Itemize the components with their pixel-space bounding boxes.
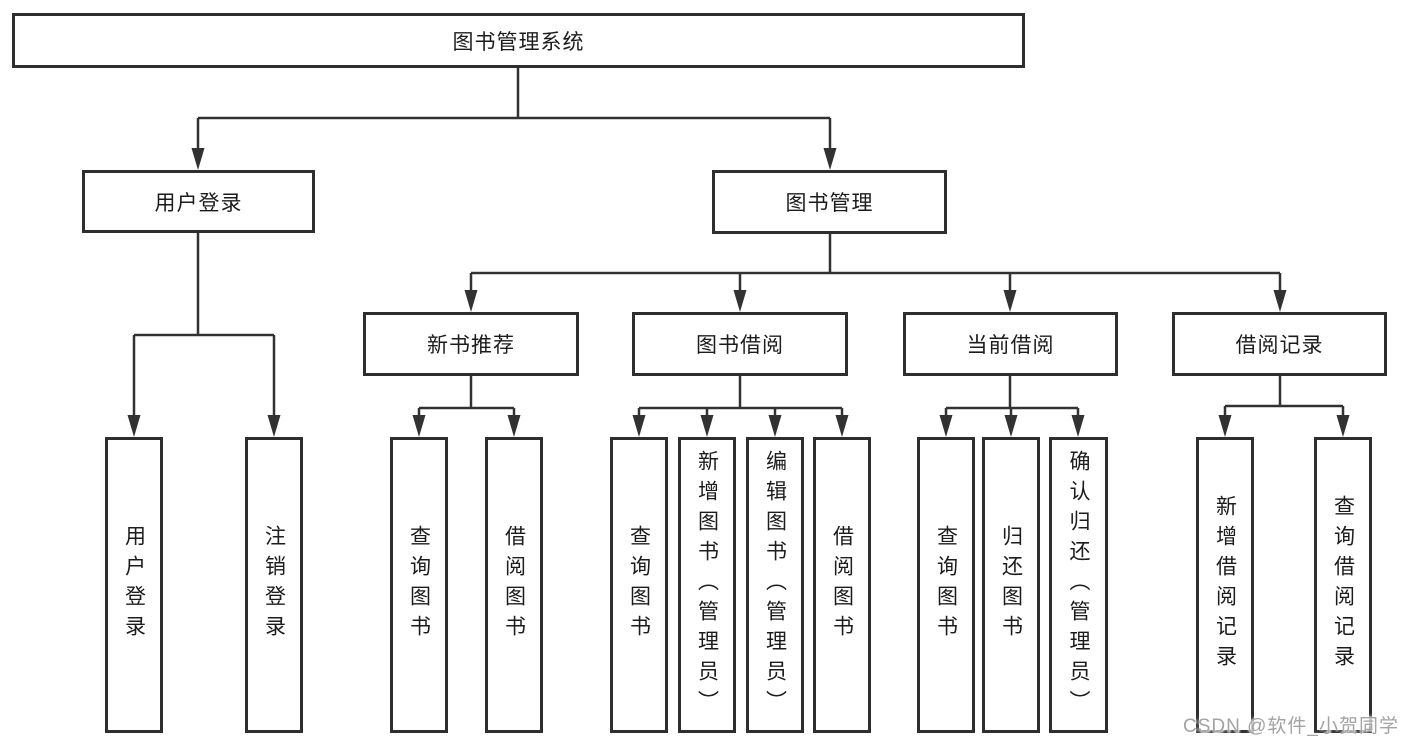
node-current-confirm: 确认归还（管理员） bbox=[1049, 437, 1108, 733]
node-login: 用户登录 bbox=[82, 170, 315, 233]
connector-rec-split bbox=[412, 376, 521, 437]
node-borrow-borrow-label: 借阅图书 bbox=[830, 525, 854, 645]
node-login-label: 用户登录 bbox=[154, 191, 243, 215]
node-current-return: 归还图书 bbox=[982, 437, 1040, 733]
node-login-user: 用户登录 bbox=[105, 437, 163, 733]
node-current-label: 当前借阅 bbox=[966, 334, 1055, 357]
node-history-add: 新增借阅记录 bbox=[1196, 437, 1254, 733]
node-history-label: 借阅记录 bbox=[1235, 334, 1324, 357]
node-rec-query-label: 查询图书 bbox=[407, 525, 431, 645]
node-borrow: 图书借阅 bbox=[632, 312, 848, 376]
connector-login-split bbox=[127, 233, 281, 437]
node-current-return-label: 归还图书 bbox=[999, 525, 1023, 645]
node-borrow-label: 图书借阅 bbox=[696, 334, 784, 357]
node-root: 图书管理系统 bbox=[12, 13, 1025, 68]
node-current: 当前借阅 bbox=[903, 312, 1118, 376]
node-rec-query: 查询图书 bbox=[390, 437, 448, 733]
connector-borrow-split bbox=[632, 376, 849, 437]
connector-mgmt-split bbox=[464, 234, 1287, 312]
node-history-query-label: 查询借阅记录 bbox=[1331, 495, 1355, 675]
node-history: 借阅记录 bbox=[1172, 312, 1387, 376]
node-root-label: 图书管理系统 bbox=[452, 30, 585, 54]
node-login-user-label: 用户登录 bbox=[122, 525, 146, 645]
node-rec-label: 新书推荐 bbox=[427, 334, 515, 357]
connector-history-split bbox=[1218, 376, 1350, 437]
node-current-query: 查询图书 bbox=[917, 437, 975, 733]
node-borrow-query: 查询图书 bbox=[610, 437, 668, 733]
node-mgmt-label: 图书管理 bbox=[785, 192, 874, 215]
node-history-query: 查询借阅记录 bbox=[1314, 437, 1372, 733]
csdn-watermark: CSDN @软件_小贺同学 bbox=[1183, 716, 1399, 737]
node-login-logout-label: 注销登录 bbox=[262, 525, 286, 645]
node-borrow-edit: 编辑图书（管理员） bbox=[746, 437, 804, 733]
node-borrow-edit-label: 编辑图书（管理员） bbox=[763, 450, 787, 720]
node-login-logout: 注销登录 bbox=[245, 437, 303, 733]
connector-current-split bbox=[939, 376, 1085, 437]
node-borrow-borrow: 借阅图书 bbox=[813, 437, 871, 733]
node-borrow-query-label: 查询图书 bbox=[627, 525, 651, 645]
node-rec-borrow-label: 借阅图书 bbox=[502, 525, 526, 645]
connector-root-split bbox=[191, 68, 837, 170]
node-history-add-label: 新增借阅记录 bbox=[1213, 495, 1237, 675]
node-rec-borrow: 借阅图书 bbox=[485, 437, 543, 733]
node-rec: 新书推荐 bbox=[363, 312, 579, 376]
node-borrow-add: 新增图书（管理员） bbox=[678, 437, 736, 733]
node-current-query-label: 查询图书 bbox=[934, 525, 958, 645]
node-mgmt: 图书管理 bbox=[712, 170, 947, 234]
node-borrow-add-label: 新增图书（管理员） bbox=[695, 450, 719, 720]
node-current-confirm-label: 确认归还（管理员） bbox=[1067, 450, 1090, 720]
